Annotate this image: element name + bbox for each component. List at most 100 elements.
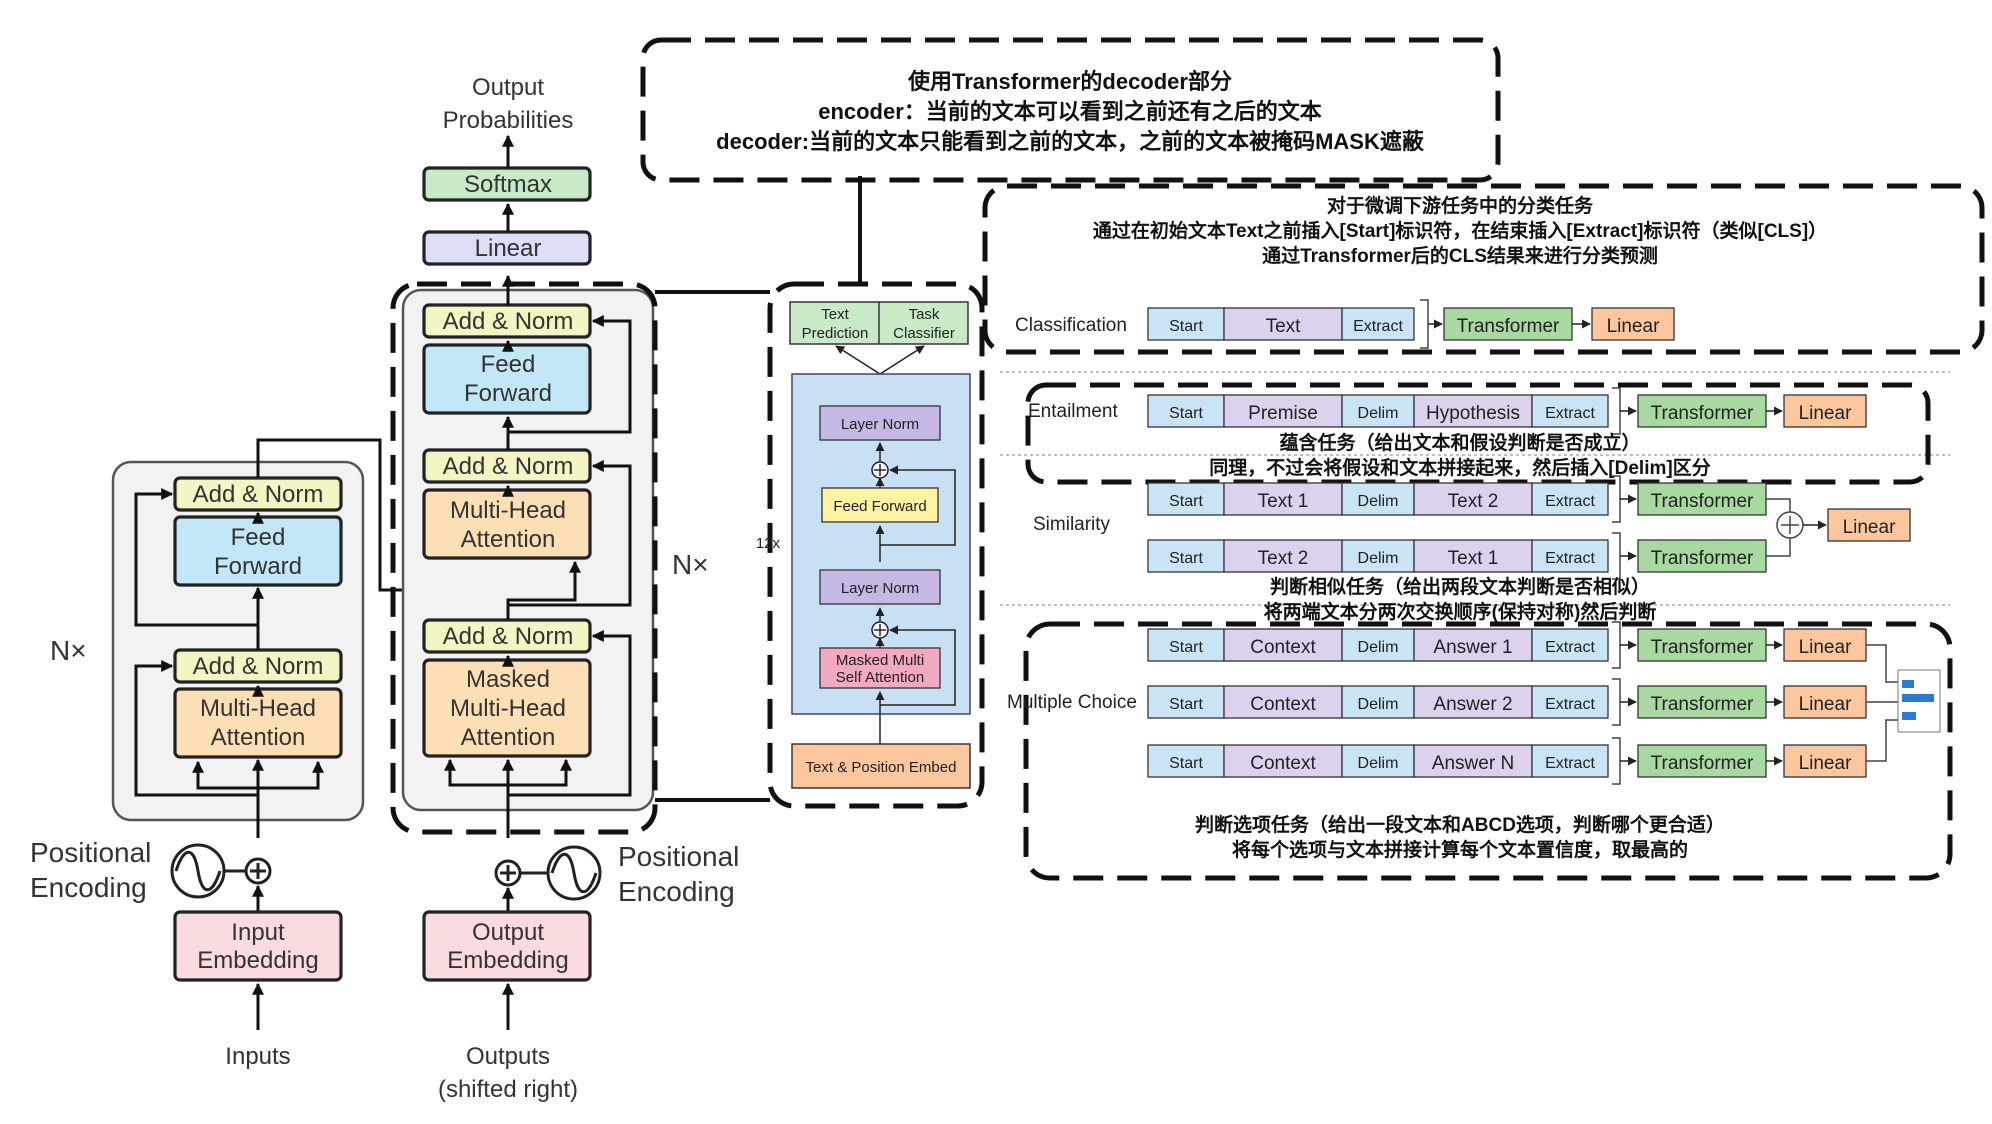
token-context: [1223, 744, 1343, 778]
decoder-add-norm-mid-label: Add & Norm: [443, 453, 574, 480]
token-text1-label: Text 1: [1258, 491, 1309, 512]
token-text1: [1413, 539, 1533, 573]
transformer-label: Transformer: [1457, 316, 1560, 337]
decoder-highlight: [390, 281, 658, 835]
encoder-nx-label: N×: [50, 635, 87, 666]
task-classifier-label-2: Classifier: [893, 325, 955, 342]
decoder-mha-label-2: Attention: [461, 526, 556, 553]
token-delim: [1341, 394, 1415, 428]
decoder-ff-label-2: Forward: [464, 380, 552, 407]
inputs-label: Inputs: [225, 1043, 290, 1070]
outputs-label-1: Outputs: [466, 1043, 550, 1070]
outputs-label-2: (shifted right): [438, 1076, 578, 1103]
entailment-note-1: 蕴含任务（给出文本和假设判断是否成立）: [1279, 431, 1640, 454]
token-context-label: Context: [1250, 694, 1316, 715]
gpt-embed-label: Text & Position Embed: [806, 759, 957, 776]
entailment-note-2: 同理，不过会将假设和文本拼接起来，然后插入[Delim]区分: [1209, 456, 1710, 479]
token-hypothesis: [1413, 394, 1533, 428]
transformer-block: [1637, 482, 1767, 516]
token-answerN: [1413, 744, 1533, 778]
transformer-block: [1637, 394, 1767, 428]
token-delim: [1341, 744, 1415, 778]
token-answer1: [1413, 628, 1533, 662]
task-similarity: Similarity Start Text 1 Delim Text 2 Ext…: [1033, 475, 1911, 623]
token-extract-label: Extract: [1545, 405, 1595, 422]
encoder-positional-label-1: Positional: [30, 837, 151, 868]
classification-note-1: 对于微调下游任务中的分类任务: [1327, 194, 1594, 217]
decoder-masked-label-1: Masked: [466, 666, 550, 693]
token-context: [1223, 628, 1343, 662]
decoder-positional-encoding: Positional Encoding: [494, 841, 739, 912]
decoder-masked-label-3: Attention: [461, 724, 556, 751]
transformer-label: Transformer: [1651, 403, 1754, 424]
similarity-note-1: 判断相似任务（给出两段文本判断是否相似）: [1270, 575, 1650, 598]
token-start-label: Start: [1169, 493, 1203, 510]
gpt-decoder-block: Text Prediction Task Classifier 12x Laye…: [756, 281, 985, 809]
decoder-add-norm-bottom-label: Add & Norm: [443, 623, 574, 650]
token-context: [1223, 685, 1343, 719]
token-extract: [1531, 482, 1609, 516]
transformer-block: [1637, 685, 1767, 719]
token-text-label: Text: [1266, 316, 1302, 337]
classification-label: Classification: [1015, 315, 1127, 336]
token-extract-label: Extract: [1545, 550, 1595, 567]
token-extract-label: Extract: [1353, 318, 1403, 335]
token-delim-label: Delim: [1358, 493, 1399, 510]
decoder-note: 使用Transformer的decoder部分 encoder：当前的文本可以看…: [640, 37, 1501, 183]
gpt-feed-forward-label: Feed Forward: [833, 498, 926, 515]
token-hypothesis-label: Hypothesis: [1426, 403, 1520, 424]
gpt-layer-norm-top: [819, 405, 941, 441]
decoder-mha-label-1: Multi-Head: [450, 497, 566, 524]
token-text1: [1223, 482, 1343, 516]
encoder-mha-label-1: Multi-Head: [200, 695, 316, 722]
decoder-positional-label-2: Encoding: [618, 876, 735, 907]
token-context-label: Context: [1250, 637, 1316, 658]
token-start-label: Start: [1169, 755, 1203, 772]
token-premise-label: Premise: [1248, 403, 1318, 424]
token-start-label: Start: [1169, 318, 1203, 335]
gpt-text-position-embed: [791, 743, 971, 789]
gpt-layer-norm-bottom-label: Layer Norm: [841, 580, 919, 597]
token-extract: [1531, 685, 1609, 719]
token-start-label: Start: [1169, 639, 1203, 656]
token-delim-label: Delim: [1358, 639, 1399, 656]
output-embedding-label-2: Embedding: [447, 947, 568, 974]
task-multiple-choice: Multiple Choice Start Context Delim Answ…: [1007, 621, 1953, 881]
token-delim-label: Delim: [1358, 696, 1399, 713]
token-text2: [1223, 539, 1343, 573]
task-classification: 对于微调下游任务中的分类任务 通过在初始文本Text之前插入[Start]标识符…: [982, 183, 1985, 355]
token-start: [1147, 307, 1225, 341]
encoder-feed-forward-label-2: Forward: [214, 553, 302, 580]
encoder-add-norm-bottom-label: Add & Norm: [193, 653, 324, 680]
output-embedding: Output Embedding Outputs (shifted right): [422, 910, 592, 1103]
linear-head: [1783, 394, 1867, 428]
token-text2: [1413, 482, 1533, 516]
linear-head-label: Linear: [1607, 316, 1660, 337]
output-embedding-label-1: Output: [472, 919, 544, 946]
token-answer2-label: Answer 2: [1433, 694, 1512, 715]
input-embedding-label-1: Input: [231, 919, 285, 946]
token-extract: [1531, 539, 1609, 573]
transformer-label: Transformer: [1651, 694, 1754, 715]
multiple-choice-note-2: 将每个选项与文本拼接计算每个文本置信度，取最高的: [1232, 838, 1688, 861]
decoder-masked-label-2: Multi-Head: [450, 695, 566, 722]
token-extract: [1341, 307, 1415, 341]
task-classifier-label-1: Task: [909, 306, 940, 323]
linear-head-label: Linear: [1799, 694, 1852, 715]
text-prediction-label-2: Prediction: [802, 325, 869, 342]
token-extract-label: Extract: [1545, 696, 1595, 713]
entailment-label: Entailment: [1028, 401, 1118, 422]
token-text1-label: Text 1: [1448, 548, 1499, 569]
similarity-label: Similarity: [1033, 514, 1111, 535]
token-extract-label: Extract: [1545, 493, 1595, 510]
transformer-label: Transformer: [1651, 548, 1754, 569]
gpt-layer-norm-top-label: Layer Norm: [841, 416, 919, 433]
transformer-label: Transformer: [1651, 753, 1754, 774]
token-extract: [1531, 628, 1609, 662]
encoder-positional-label-2: Encoding: [30, 872, 147, 903]
token-text2-label: Text 2: [1258, 548, 1309, 569]
token-delim: [1341, 539, 1415, 573]
text-prediction-label-1: Text: [821, 306, 849, 323]
token-extract-label: Extract: [1545, 755, 1595, 772]
token-start-label: Start: [1169, 696, 1203, 713]
